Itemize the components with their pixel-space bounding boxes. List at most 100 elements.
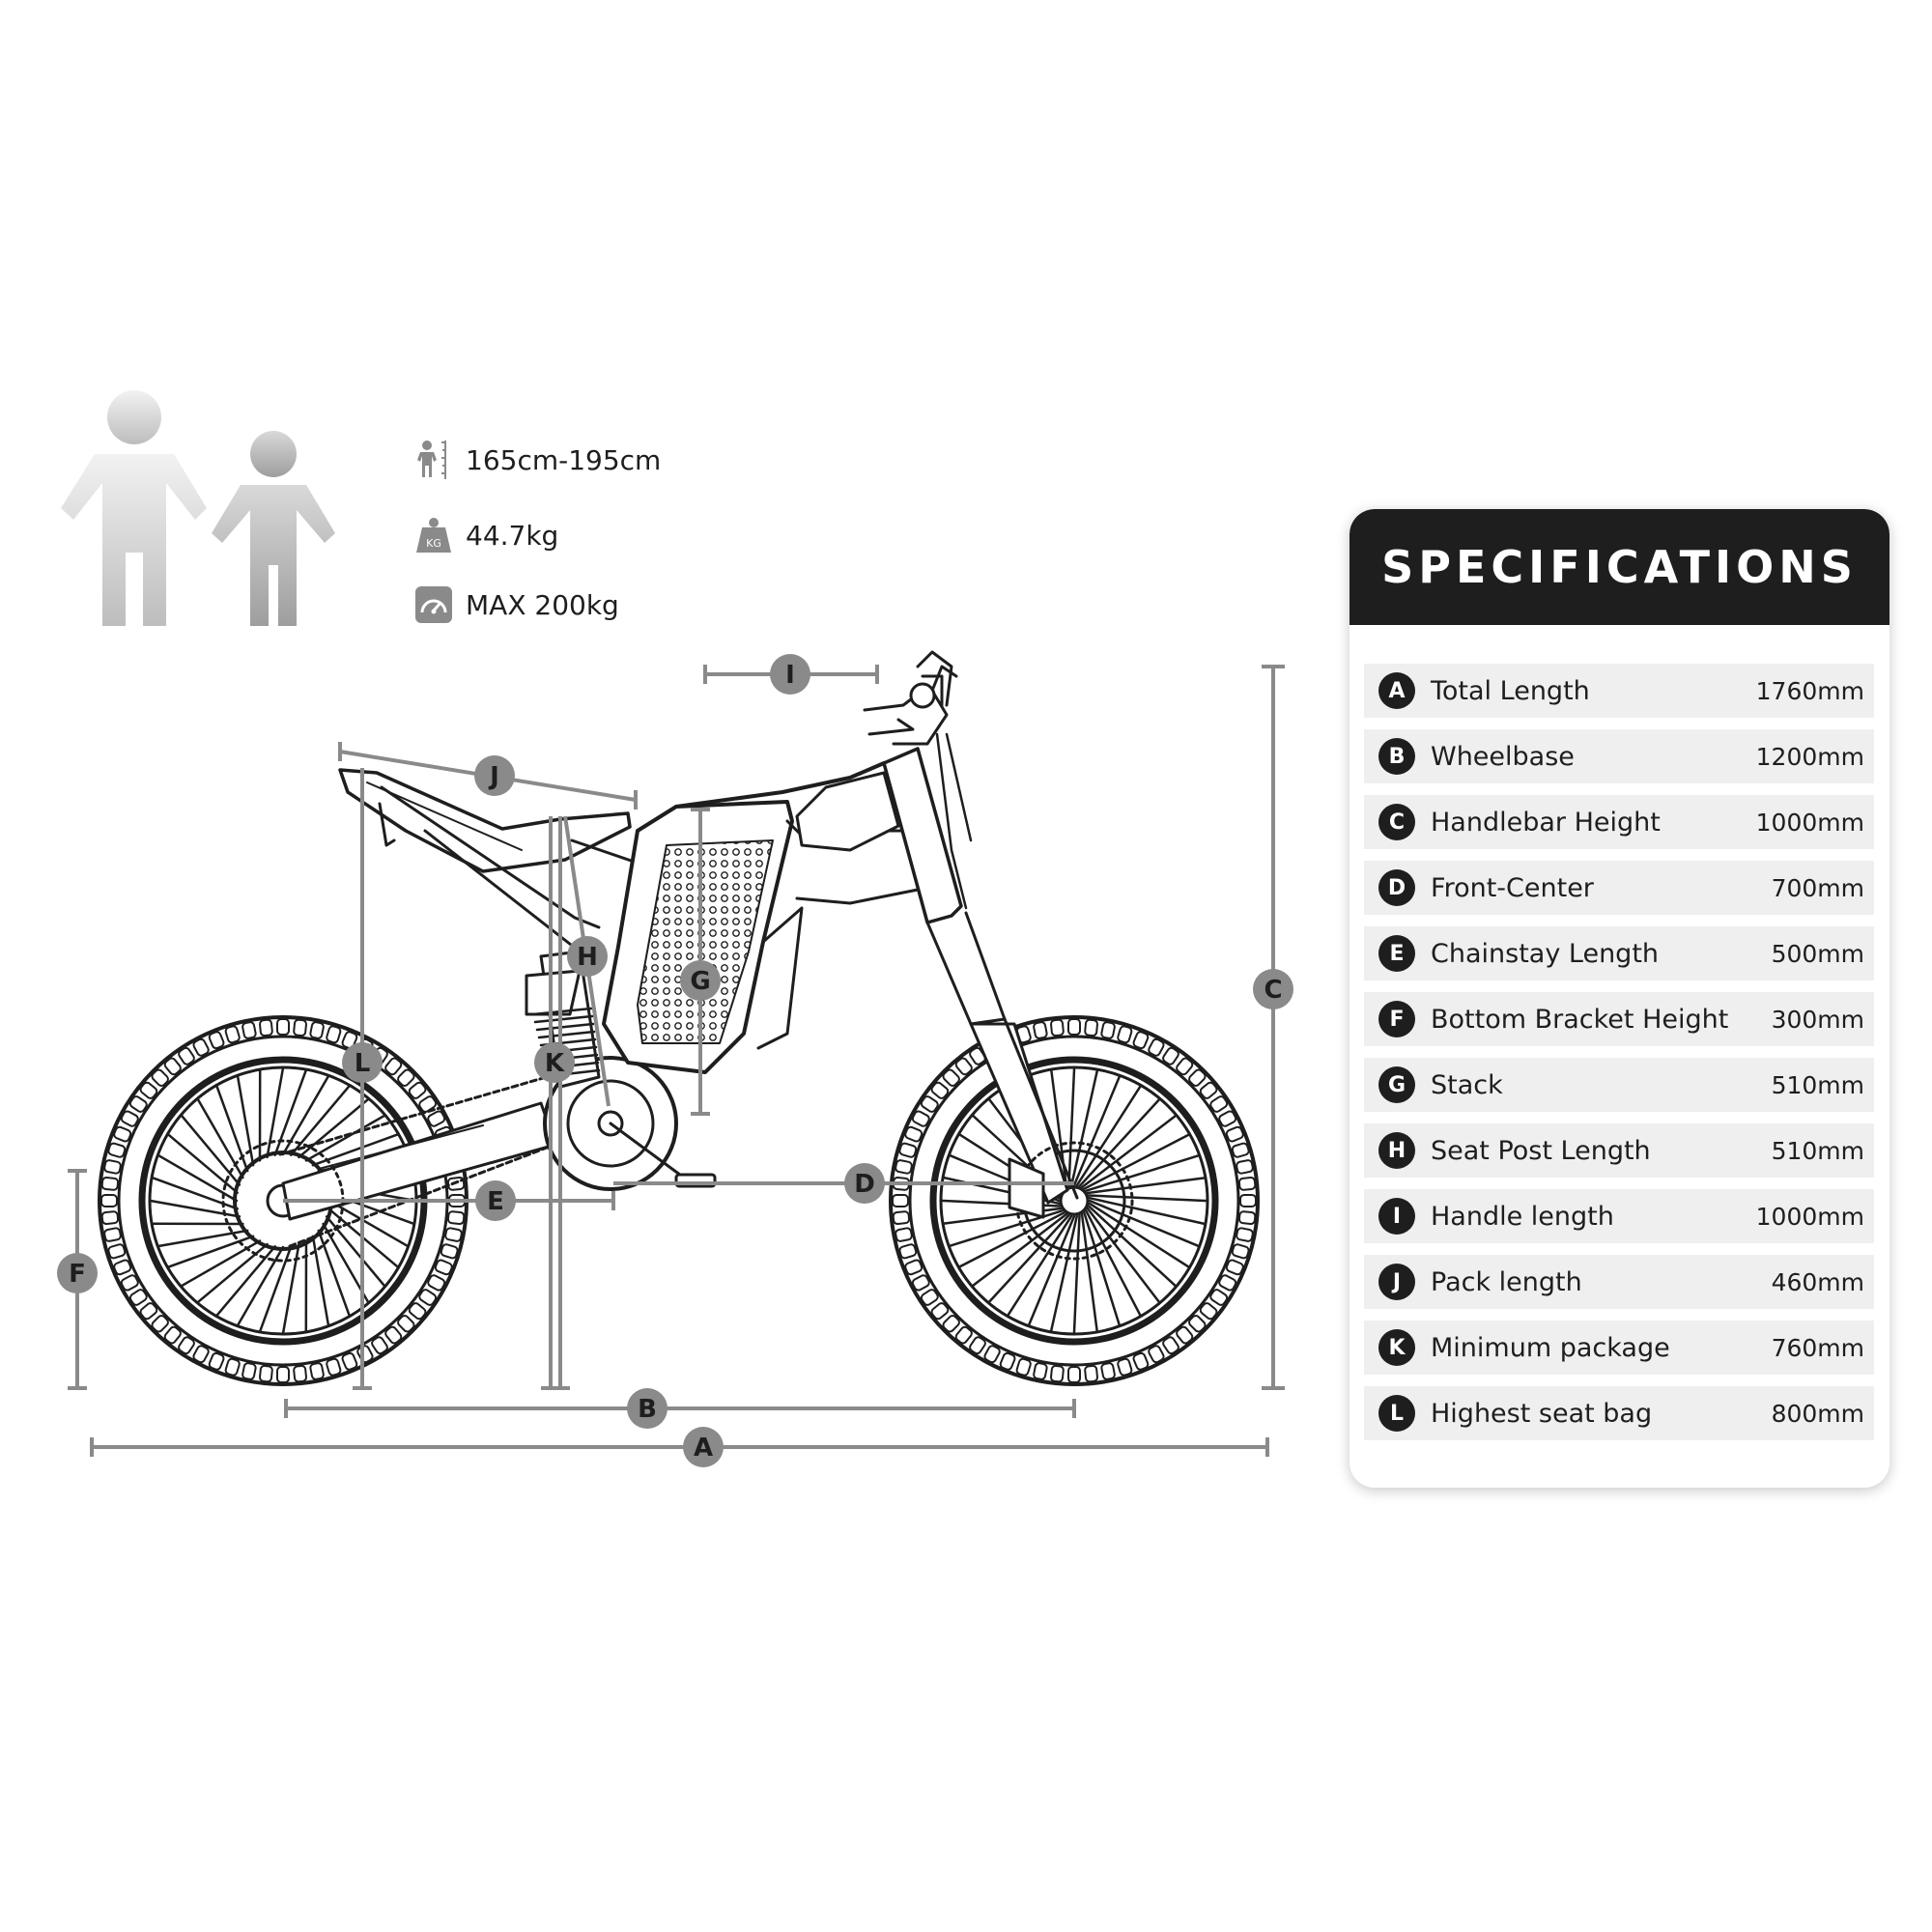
- tire-tread-knob: [1188, 1315, 1207, 1333]
- spec-name: Handlebar Height: [1431, 807, 1661, 838]
- tire-tread-knob: [969, 1336, 986, 1355]
- marker-b: B: [627, 1388, 668, 1429]
- tire-tread-knob: [259, 1364, 273, 1383]
- tire-tread-knob: [408, 1081, 427, 1099]
- tire-tread-knob: [1100, 1021, 1116, 1039]
- dimension-line-b: [284, 1399, 1076, 1418]
- tire-tread-knob: [444, 1227, 463, 1242]
- tire-tread-knob: [100, 1194, 118, 1208]
- spec-badge: I: [1378, 1198, 1415, 1235]
- rider-height-range: 165cm-195cm: [466, 443, 662, 476]
- svg-text:C: C: [1264, 976, 1282, 1005]
- tire-tread-knob: [904, 1125, 923, 1143]
- shock-coil: [537, 1030, 596, 1039]
- spec-row-handlebar-height: C Handlebar Height 1000mm: [1364, 795, 1874, 849]
- svg-text:E: E: [487, 1187, 504, 1216]
- spec-row-bottom-bracket-height: F Bottom Bracket Height 300mm: [1364, 992, 1874, 1046]
- short-rider-icon: [212, 431, 335, 626]
- spec-badge: E: [1378, 935, 1415, 972]
- tire-tread-knob: [1050, 1364, 1065, 1383]
- dimension-line-e: [283, 1191, 615, 1210]
- spec-badge: D: [1378, 869, 1415, 906]
- tire-tread-knob: [120, 1110, 139, 1127]
- weight-icon: KG: [413, 515, 454, 555]
- spec-value: 300mm: [1771, 1005, 1864, 1034]
- tire-tread-knob: [309, 1021, 325, 1039]
- tall-rider-icon: [61, 390, 207, 626]
- tire-tread-knob: [1225, 1125, 1244, 1143]
- svg-text:G: G: [690, 967, 710, 996]
- wheel-spoke: [1069, 1067, 1099, 1187]
- tire-tread-knob: [151, 1315, 169, 1333]
- rear-wheel: [98, 1015, 469, 1386]
- marker-g: G: [680, 960, 721, 1001]
- rider-height-icon: [413, 440, 454, 480]
- specifications-header: SPECIFICATIONS: [1350, 509, 1889, 625]
- marker-e: E: [475, 1180, 516, 1221]
- tire-tread-knob: [371, 1336, 388, 1355]
- tire-tread-knob: [151, 1068, 169, 1087]
- tire-tread-knob: [1100, 1362, 1116, 1380]
- tire-tread-knob: [440, 1243, 459, 1260]
- tire-tread-knob: [954, 1325, 973, 1345]
- spec-name: Handle length: [1431, 1201, 1614, 1232]
- tire-tread-knob: [128, 1095, 148, 1113]
- wheel-spoke: [1083, 1132, 1191, 1190]
- tire-tread-knob: [276, 1018, 290, 1036]
- wheel-spoke: [1087, 1205, 1178, 1289]
- tire-tread-knob: [1050, 1018, 1065, 1037]
- spec-row-stack: G Stack 510mm: [1364, 1058, 1874, 1112]
- tire-tread-knob: [1231, 1243, 1250, 1260]
- tire-tread-knob: [113, 1259, 132, 1276]
- tire-tread-knob: [1176, 1325, 1194, 1345]
- tire-tread-knob: [954, 1057, 973, 1076]
- tire-tread-knob: [446, 1210, 466, 1225]
- dimension-line-h: [541, 816, 570, 1390]
- tire-tread-knob: [1033, 1021, 1048, 1039]
- tire-tread-knob: [100, 1177, 120, 1191]
- tire-tread-knob: [983, 1345, 1001, 1364]
- spec-value: 460mm: [1771, 1267, 1864, 1296]
- tire-tread-knob: [1225, 1259, 1244, 1276]
- tire-tread-knob: [326, 1357, 342, 1377]
- tire-tread-knob: [1236, 1159, 1254, 1175]
- tire-tread-knob: [1148, 1345, 1165, 1364]
- bike-weight: 44.7kg: [466, 519, 559, 552]
- spec-name: Front-Center: [1431, 872, 1594, 903]
- tire-tread-knob: [418, 1289, 438, 1306]
- tire-tread-knob: [904, 1259, 923, 1276]
- tire-tread-knob: [178, 1336, 195, 1355]
- tire-tread-knob: [276, 1366, 290, 1383]
- tire-tread-knob: [999, 1351, 1016, 1371]
- svg-text:K: K: [545, 1049, 565, 1078]
- spec-value: 510mm: [1771, 1136, 1864, 1165]
- wheel-spoke: [986, 1213, 1070, 1304]
- tire-tread-knob: [107, 1243, 127, 1260]
- specifications-card: SPECIFICATIONS A Total Length 1760mm B W…: [1350, 509, 1889, 1488]
- spec-badge: F: [1378, 1001, 1415, 1037]
- tire-tread-knob: [192, 1345, 210, 1364]
- tire-tread-knob: [1237, 1210, 1257, 1225]
- tire-tread-knob: [341, 1351, 358, 1371]
- spec-row-wheelbase: B Wheelbase 1200mm: [1364, 729, 1874, 783]
- spec-badge: L: [1378, 1395, 1415, 1432]
- rider-silhouettes: [61, 390, 335, 626]
- tire-tread-knob: [1218, 1110, 1237, 1127]
- tire-tread-knob: [942, 1068, 960, 1087]
- spec-row-pack-length: J Pack length 460mm: [1364, 1255, 1874, 1309]
- tire-tread-knob: [1067, 1366, 1081, 1383]
- tire-tread-knob: [892, 1194, 909, 1208]
- tire-tread-knob: [163, 1057, 182, 1076]
- wheel-spoke: [1067, 1065, 1076, 1188]
- tire-tread-knob: [920, 1095, 939, 1113]
- tire-tread-knob: [434, 1259, 453, 1276]
- tire-tread-knob: [113, 1125, 132, 1143]
- spec-row-chainstay-length: E Chainstay Length 500mm: [1364, 926, 1874, 980]
- tire-tread-knob: [103, 1159, 122, 1175]
- spec-name: Wheelbase: [1431, 741, 1575, 772]
- spec-name: Stack: [1431, 1069, 1503, 1100]
- tire-tread-knob: [259, 1018, 273, 1037]
- tire-tread-knob: [1132, 1031, 1150, 1050]
- wheel-spoke: [1078, 1097, 1162, 1188]
- marker-l: L: [342, 1042, 383, 1083]
